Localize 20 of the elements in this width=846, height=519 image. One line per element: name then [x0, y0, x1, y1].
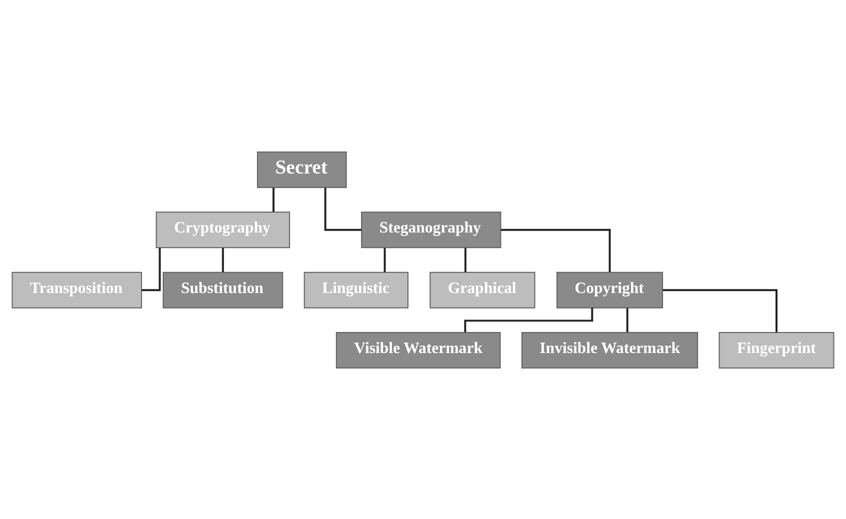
- connector: [662, 288, 778, 332]
- node-box: Transposition: [12, 271, 142, 308]
- node-box: Fingerprint: [718, 332, 834, 368]
- node-box: Substitution: [162, 271, 284, 308]
- connector: [272, 187, 274, 212]
- connector: [384, 247, 386, 272]
- node-box: Copyright: [556, 271, 664, 308]
- node-box: Linguistic: [304, 271, 408, 308]
- connector: [222, 247, 224, 272]
- connector: [142, 247, 161, 291]
- connector: [500, 228, 611, 272]
- connector: [324, 187, 362, 230]
- connector: [626, 308, 628, 332]
- node-box: Cryptography: [156, 211, 290, 248]
- node-box: Visible Watermark: [336, 332, 501, 368]
- connector: [464, 247, 466, 272]
- node-box: Invisible Watermark: [521, 332, 698, 368]
- node-box: Steganography: [361, 211, 502, 248]
- node-box: Graphical: [430, 271, 536, 308]
- node-box: Secret: [256, 150, 347, 188]
